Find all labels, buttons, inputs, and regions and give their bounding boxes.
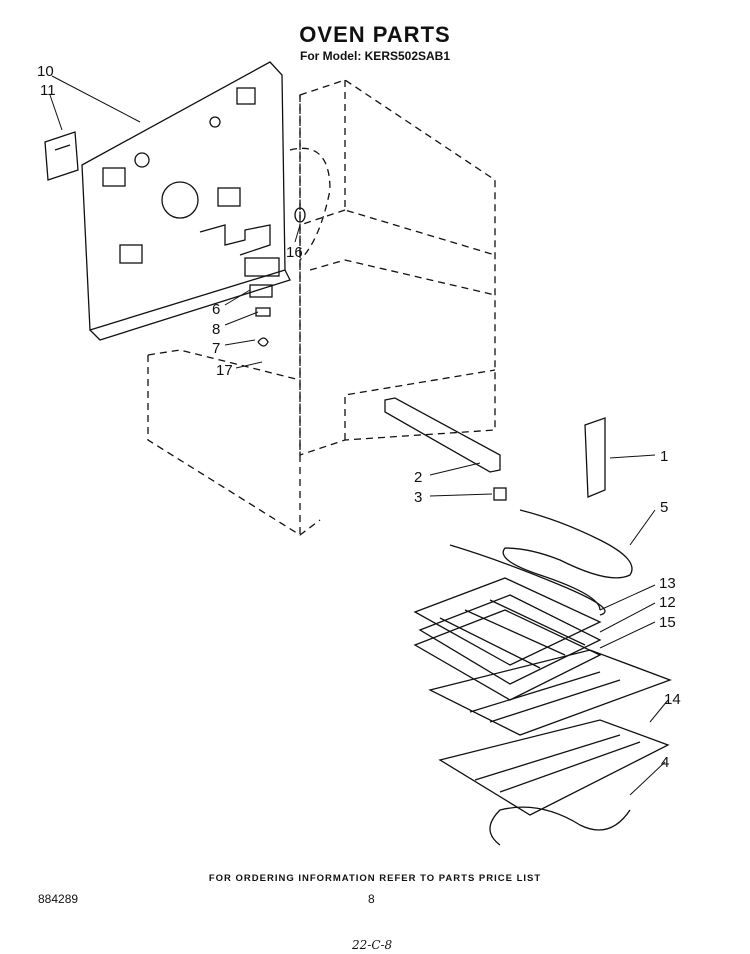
small-plate: [44, 131, 79, 181]
ordering-note: FOR ORDERING INFORMATION REFER TO PARTS …: [208, 873, 542, 884]
lower-element: [489, 806, 631, 846]
model-line: For Model: KERS502SAB1: [299, 49, 451, 63]
side-rail: [384, 397, 507, 501]
page-number: 8: [368, 892, 375, 906]
oven-racks: [428, 649, 672, 816]
back-panel: [81, 61, 291, 341]
doc-number: 884289: [38, 892, 79, 906]
bake-element: [449, 509, 633, 616]
leader-lines: [49, 75, 669, 796]
callout-6: 6: [212, 301, 220, 318]
callout-16: 16: [286, 244, 303, 261]
callout-5: 5: [660, 499, 668, 516]
callout-11: 11: [40, 82, 56, 99]
terminal-block: [244, 207, 306, 347]
oven-cavity-outline: [147, 79, 496, 536]
handwritten-note: 22-C-8: [352, 938, 393, 952]
callout-13: 13: [659, 575, 676, 592]
callout-7: 7: [212, 340, 220, 357]
callout-8: 8: [212, 321, 220, 338]
vent-trim: [584, 417, 606, 498]
callout-labels: 10 11 16 6 8 7 17 1 2 3 5 13 12 15 14 4: [37, 63, 681, 771]
callout-10: 10: [37, 63, 54, 80]
callout-17: 17: [216, 362, 233, 379]
callout-1: 1: [660, 448, 668, 465]
callout-12: 12: [659, 594, 676, 611]
broiler-pan: [413, 577, 602, 701]
callout-2: 2: [414, 469, 422, 486]
callout-15: 15: [659, 614, 676, 631]
callout-4: 4: [661, 754, 669, 771]
callout-14: 14: [664, 691, 681, 708]
page-title: OVEN PARTS: [299, 22, 451, 47]
callout-3: 3: [414, 489, 422, 506]
